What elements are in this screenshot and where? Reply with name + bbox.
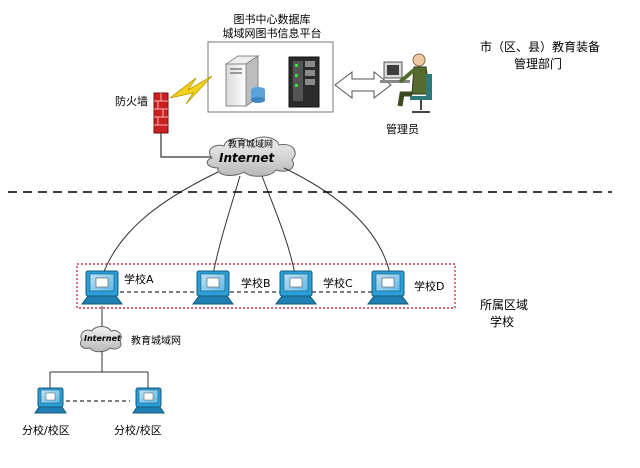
database-server-icon — [224, 55, 265, 107]
branch-1-label: 分校/校区 — [22, 424, 70, 437]
area-label-line2: 学校 — [490, 315, 515, 329]
school-d-computer-icon — [367, 270, 409, 305]
small-cloud-internet-text: Internet — [84, 334, 121, 343]
firewall-link — [160, 133, 212, 158]
branch-2-label: 分校/校区 — [114, 424, 162, 437]
department-label-line1: 市（区、县）教育装备 — [480, 40, 601, 54]
school-b-computer-icon — [192, 270, 234, 305]
admin-label: 管理员 — [386, 123, 419, 136]
server-rack-icon — [288, 56, 320, 108]
school-b-label: 学校B — [241, 277, 271, 290]
school-c-computer-icon — [275, 270, 317, 305]
branch-2-computer-icon — [132, 387, 165, 414]
branch-network-label: 教育城域网 — [131, 336, 181, 347]
platform-title-line2: 城域网图书信息平台 — [222, 27, 322, 40]
branch-1-computer-icon — [34, 387, 67, 414]
area-label-line1: 所属区域 — [480, 298, 529, 312]
small-internet-cloud-icon — [79, 326, 122, 353]
lightning-icon — [169, 75, 213, 105]
school-a-label: 学校A — [124, 273, 154, 286]
internet-cloud-icon — [206, 136, 296, 177]
branch-tree — [49, 351, 149, 402]
administrator-icon — [380, 53, 432, 113]
double-arrow-icon — [334, 70, 392, 100]
school-a-computer-icon — [81, 270, 123, 305]
firewall-icon — [153, 92, 169, 134]
wan-links — [102, 167, 391, 275]
firewall-label: 防火墙 — [115, 95, 148, 108]
department-label-line2: 管理部门 — [514, 57, 563, 71]
platform-title-line1: 图书中心数据库 — [233, 13, 311, 26]
schools-dotted-box — [76, 263, 456, 309]
school-c-label: 学校C — [323, 277, 353, 290]
cloud-internet-text: Internet — [219, 151, 275, 165]
school-d-label: 学校D — [414, 280, 445, 293]
cloud-title: 教育城域网 — [228, 140, 274, 150]
